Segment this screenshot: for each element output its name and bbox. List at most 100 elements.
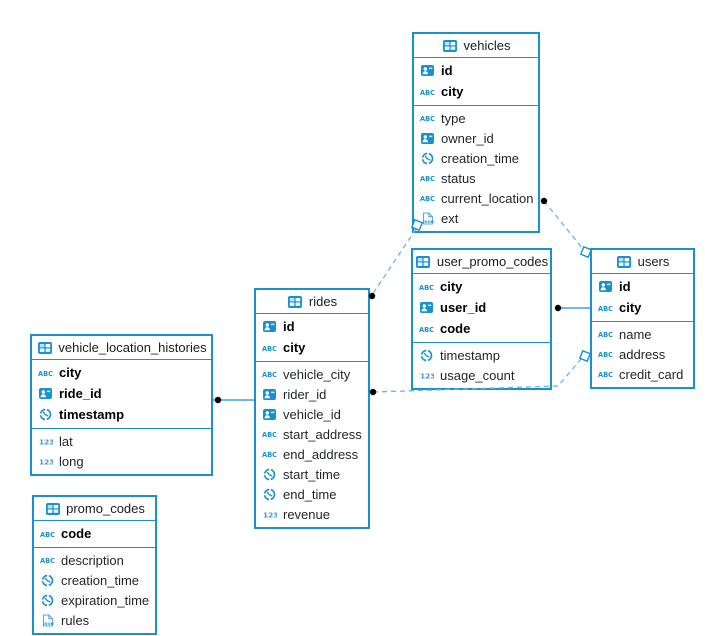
- svg-text:JSON: JSON: [422, 219, 434, 224]
- column-name: id: [283, 319, 295, 334]
- svg-text:ABC: ABC: [419, 325, 434, 332]
- column-name: timestamp: [59, 407, 125, 422]
- time-icon: [39, 594, 56, 607]
- column-name: ride_id: [59, 386, 102, 401]
- column-name: code: [440, 321, 471, 336]
- column-id[interactable]: id: [592, 276, 693, 297]
- column-id[interactable]: id: [256, 316, 368, 337]
- column-end_address[interactable]: ABC end_address: [256, 444, 368, 464]
- text-icon: ABC: [419, 174, 436, 182]
- column-name: creation_time: [441, 150, 520, 166]
- id-icon: [261, 408, 278, 420]
- svg-text:ABC: ABC: [40, 530, 55, 537]
- text-icon: ABC: [261, 450, 278, 458]
- table-icon: [44, 502, 61, 515]
- table-header[interactable]: user_promo_codes: [413, 250, 550, 274]
- column-name: type: [441, 110, 466, 126]
- svg-text:JSON: JSON: [42, 621, 54, 626]
- column-end_time[interactable]: end_time: [256, 484, 368, 504]
- svg-text:ABC: ABC: [598, 371, 613, 378]
- number-icon: 123: [37, 437, 54, 445]
- id-icon: [419, 132, 436, 144]
- time-icon: [418, 349, 435, 362]
- text-icon: ABC: [597, 304, 614, 311]
- table-header[interactable]: promo_codes: [34, 497, 155, 521]
- column-name: revenue: [283, 506, 330, 522]
- text-icon: ABC: [418, 283, 435, 290]
- column-id[interactable]: id: [414, 60, 538, 81]
- table-header[interactable]: vehicle_location_histories: [32, 336, 211, 360]
- table-header[interactable]: users: [592, 250, 693, 274]
- column-lat[interactable]: 123 lat: [32, 431, 211, 451]
- number-icon: 123: [37, 457, 54, 465]
- column-code[interactable]: ABC code: [413, 318, 550, 339]
- column-name: vehicle_city: [283, 366, 351, 382]
- time-icon: [39, 574, 56, 587]
- column-vehicle_city[interactable]: ABC vehicle_city: [256, 364, 368, 384]
- column-creation_time[interactable]: creation_time: [34, 570, 155, 590]
- column-name: rider_id: [283, 386, 327, 402]
- column-description[interactable]: ABC description: [34, 550, 155, 570]
- svg-text:123: 123: [263, 510, 277, 518]
- column-name: description: [61, 552, 124, 568]
- column-timestamp[interactable]: timestamp: [32, 404, 211, 425]
- column-vehicle_id[interactable]: vehicle_id: [256, 404, 368, 424]
- text-icon: ABC: [39, 556, 56, 564]
- text-icon: ABC: [418, 325, 435, 332]
- column-name: start_address: [283, 426, 362, 442]
- column-rider_id[interactable]: rider_id: [256, 384, 368, 404]
- column-name: end_time: [283, 486, 337, 502]
- column-revenue[interactable]: 123 revenue: [256, 504, 368, 524]
- text-icon: ABC: [39, 530, 56, 537]
- number-icon: 123: [261, 510, 278, 518]
- column-timestamp[interactable]: timestamp: [413, 345, 550, 365]
- column-ride_id[interactable]: ride_id: [32, 383, 211, 404]
- column-owner_id[interactable]: owner_id: [414, 128, 538, 148]
- column-creation_time[interactable]: creation_time: [414, 148, 538, 168]
- svg-text:ABC: ABC: [420, 88, 435, 95]
- svg-text:ABC: ABC: [38, 369, 53, 376]
- column-user_id[interactable]: user_id: [413, 297, 550, 318]
- svg-text:ABC: ABC: [420, 175, 435, 182]
- text-icon: ABC: [261, 344, 278, 351]
- column-name: vehicle_id: [283, 406, 341, 422]
- table-header[interactable]: rides: [256, 290, 368, 314]
- column-name: lat: [59, 433, 73, 449]
- table-header[interactable]: vehicles: [414, 34, 538, 58]
- column-start_time[interactable]: start_time: [256, 464, 368, 484]
- column-expiration_time[interactable]: expiration_time: [34, 590, 155, 610]
- column-name: id: [619, 279, 631, 294]
- svg-text:ABC: ABC: [262, 371, 277, 378]
- text-icon: ABC: [419, 194, 436, 202]
- column-name: end_address: [283, 446, 359, 462]
- id-icon: [418, 302, 435, 313]
